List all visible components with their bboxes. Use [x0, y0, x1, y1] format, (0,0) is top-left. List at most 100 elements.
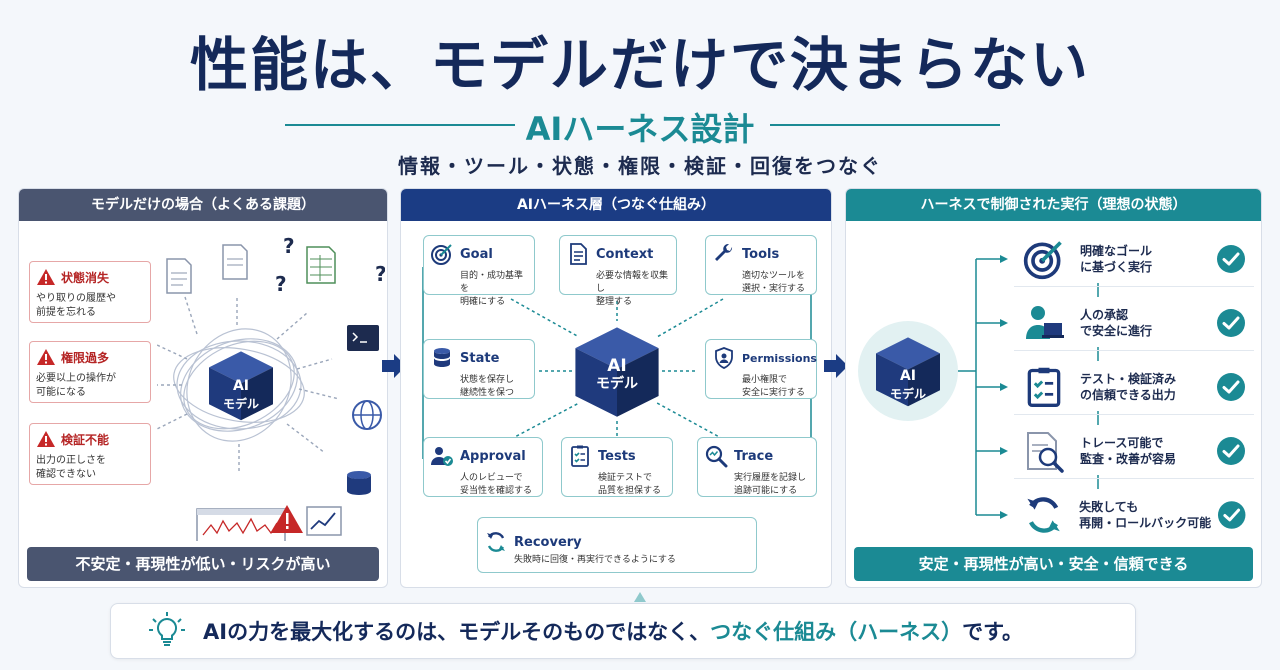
warning-icon — [36, 268, 56, 286]
result-text-line: テスト・検証済み — [1080, 371, 1177, 386]
card-desc-line: 最小権限で — [742, 375, 788, 385]
globe-icon — [352, 400, 382, 430]
issue-card-excess-permission: 権限過多 必要以上の操作が可能になる — [29, 341, 151, 403]
conclusion-text: AIの力を最大化するのは、モデルそのものではなく、つなぐ仕組み（ハーネス）です。 — [203, 616, 1023, 646]
issue-card-unverifiable: 検証不能 出力の正しさを確認できない — [29, 423, 151, 485]
card-title: Context — [596, 246, 654, 262]
panel-model-only: モデルだけの場合（よくある課題） 状態消失 やり取りの履歴や前提を忘れる 権限過… — [18, 188, 388, 588]
harness-card-recovery: Recovery 失敗時に回復・再実行できるようにする — [477, 517, 757, 573]
question-mark-icon: ? — [275, 272, 287, 296]
warning-icon — [36, 430, 56, 448]
cube-label-line: AI — [899, 368, 917, 384]
terminal-icon — [347, 325, 379, 351]
result-item-rollback: 失敗しても再開・ロールバック可能 — [1014, 487, 1254, 543]
card-desc-line: 実行履歴を記録し — [734, 473, 807, 483]
issue-title: 権限過多 — [61, 350, 110, 365]
harness-card-trace: Trace 実行履歴を記録し追跡可能にする — [697, 437, 817, 497]
check-icon — [1216, 372, 1246, 402]
card-title: Tools — [742, 246, 780, 262]
check-icon — [1216, 244, 1246, 274]
user-check-icon — [430, 444, 454, 468]
card-title: Goal — [460, 246, 493, 262]
result-text-line: の信頼できる出力 — [1080, 387, 1176, 402]
issue-desc-line: 前提を忘れる — [36, 307, 96, 318]
card-desc-line: 明確にする — [460, 297, 506, 307]
cube-label-line: モデル — [889, 387, 926, 401]
card-desc-line: 安全に実行する — [742, 388, 806, 398]
database-icon — [347, 471, 371, 495]
panel-header: ハーネスで制御された実行（理想の状態） — [846, 189, 1261, 221]
subtitle-row: AIハーネス設計 — [0, 104, 1280, 148]
check-icon — [1217, 500, 1246, 530]
harness-card-tools: Tools 適切なツールを選択・実行する — [705, 235, 817, 295]
wrench-icon — [712, 242, 736, 266]
result-text-line: で安全に進行 — [1080, 323, 1153, 338]
issue-desc-line: 出力の正しさを — [36, 455, 106, 466]
result-item-human-approval: 人の承認で安全に進行 — [1014, 295, 1254, 351]
result-text-line: 失敗しても — [1079, 500, 1139, 514]
issue-title: 検証不能 — [61, 432, 110, 447]
refresh-icon — [484, 530, 508, 554]
result-text-line: 明確なゴール — [1080, 243, 1153, 258]
panel-header: モデルだけの場合（よくある課題） — [19, 189, 387, 221]
flow-arrow-icon — [824, 354, 848, 378]
document-search-icon — [1027, 431, 1064, 473]
card-title: Trace — [734, 448, 774, 464]
issue-desc-line: 確認できない — [36, 469, 96, 480]
conclusion-banner: AIの力を最大化するのは、モデルそのものではなく、つなぐ仕組み（ハーネス）です。 — [110, 603, 1136, 659]
card-title: Permissions — [742, 351, 817, 365]
card-desc-line: 目的・成功基準を — [460, 271, 524, 294]
issue-title: 状態消失 — [61, 270, 110, 285]
cube-label: AI モデル — [868, 367, 948, 403]
pointer-arrow-icon — [634, 592, 646, 602]
shield-user-icon — [712, 346, 736, 370]
harness-card-permissions: Permissions 最小権限で安全に実行する — [705, 339, 817, 399]
conclusion-text-part: です。 — [962, 620, 1023, 644]
subtitle-rule-right — [770, 124, 1000, 126]
result-item-clear-goal: 明確なゴールに基づく実行 — [1014, 231, 1254, 287]
cube-label-line: AI — [232, 378, 250, 394]
harness-card-context: Context 必要な情報を収集し整理する — [559, 235, 677, 307]
database-icon — [430, 346, 454, 370]
check-icon — [1216, 308, 1246, 338]
issue-desc-line: 可能になる — [36, 387, 86, 398]
checklist-icon — [568, 444, 592, 468]
execution-flow-lines — [858, 255, 1099, 519]
page-title: 性能は、モデルだけで決まらない — [189, 31, 1090, 99]
result-text-line: 監査・改善が容易 — [1080, 451, 1177, 466]
card-desc-line: 必要な情報を収集し — [596, 271, 669, 294]
result-item-traceable: トレース可能で監査・改善が容易 — [1014, 423, 1254, 479]
card-desc-line: 失敗時に回復・再実行できるようにする — [514, 555, 676, 565]
clipboard-check-icon — [1022, 365, 1066, 409]
card-desc-line: 品質を担保する — [598, 486, 662, 496]
harness-card-approval: Approval 人のレビューで妥当性を確認する — [423, 437, 543, 497]
warning-icon — [271, 505, 303, 533]
cube-label-line: AI — [607, 356, 627, 376]
target-icon — [1022, 237, 1066, 281]
card-desc-line: 整理する — [596, 297, 633, 307]
cube-label: AI モデル — [567, 357, 667, 393]
tangled-model-illustration: ? ? ? — [157, 234, 385, 541]
card-desc-line: 継続性を保つ — [460, 388, 515, 398]
card-title: State — [460, 350, 500, 366]
card-desc-line: 検証テストで — [598, 473, 653, 483]
result-item-tested-output: テスト・検証済みの信頼できる出力 — [1014, 359, 1254, 415]
question-mark-icon: ? — [375, 262, 385, 286]
refresh-icon — [1022, 493, 1065, 537]
card-desc-line: 人のレビューで — [460, 473, 523, 483]
card-title: Tests — [598, 448, 636, 464]
issue-card-state-loss: 状態消失 やり取りの履歴や前提を忘れる — [29, 261, 151, 323]
card-desc-line: 状態を保存し — [460, 375, 515, 385]
conclusion-text-part: AIの力を最大化するのは、モデルそのものではなく、 — [203, 620, 711, 644]
card-desc-line: 適切なツールを — [742, 271, 806, 281]
card-desc-line: 選択・実行する — [742, 284, 806, 294]
panel-harness-layer: AIハーネス層（つなぐ仕組み） AI モデル Goal 目的・成功基準を明確にす… — [400, 188, 832, 588]
document-icon — [566, 242, 590, 266]
cube-label-line: モデル — [596, 376, 638, 392]
card-title: Approval — [460, 448, 526, 464]
cube-label-line: モデル — [222, 397, 259, 411]
cube-label: AI モデル — [201, 377, 281, 413]
warning-icon — [36, 348, 56, 366]
issue-desc-line: やり取りの履歴や — [36, 293, 116, 304]
conclusion-emphasis: つなぐ仕組み（ハーネス） — [710, 620, 963, 644]
